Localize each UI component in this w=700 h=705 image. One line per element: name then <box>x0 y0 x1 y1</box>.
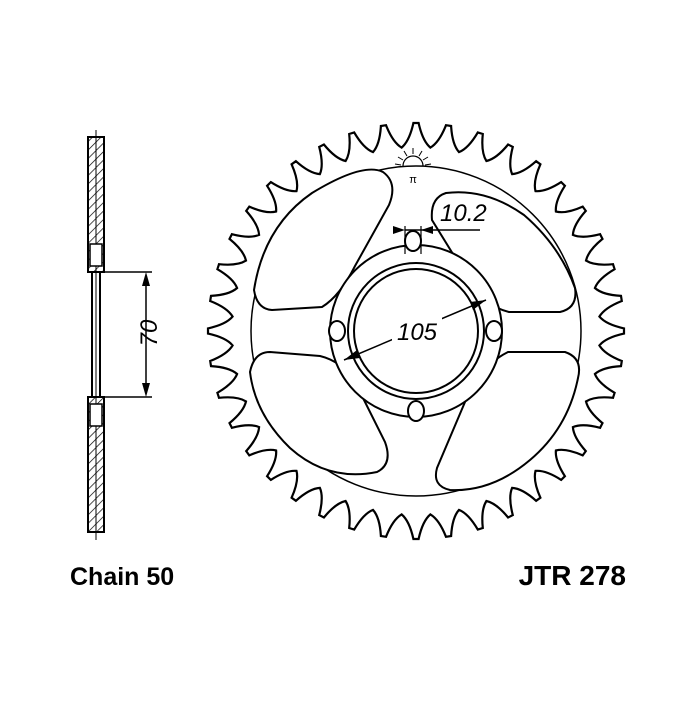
bolt-hole-top <box>404 230 422 252</box>
bolt-holes <box>328 230 503 422</box>
dim-10-2-arrow <box>421 226 433 234</box>
dim-105-arrow-right <box>470 300 486 310</box>
bolt-hole-right <box>485 320 503 342</box>
dim-105-arrow-left <box>344 350 360 360</box>
profile-step-lower <box>89 403 103 427</box>
chain-size-label: Chain 50 <box>70 563 174 591</box>
profile-step-upper <box>89 243 103 267</box>
logo-glyph: π <box>409 174 417 186</box>
dim-bolt-hole: 10.2 <box>393 200 487 254</box>
part-number-label: JTR 278 <box>519 560 626 591</box>
window-top-left <box>252 168 394 312</box>
bolt-circle-label: 105 <box>397 319 438 346</box>
dim-105-label-bg <box>392 315 442 345</box>
manufacturer-logo: π <box>394 148 432 186</box>
root-circle <box>250 165 582 497</box>
sprocket-front-view: 10.2 105 π <box>206 121 626 541</box>
bolt-hole-label: 10.2 <box>440 200 487 227</box>
dim-bolt-circle: 105 <box>343 299 487 361</box>
logo-sun-arc <box>402 155 424 167</box>
dim-70-arrow-top <box>142 272 150 286</box>
logo-rays <box>394 148 432 166</box>
side-profile-view: 70 <box>87 130 163 540</box>
dim-70-arrow-bottom <box>142 383 150 397</box>
hub-width-label: 70 <box>136 319 163 346</box>
window-top-right <box>430 191 577 313</box>
bolt-hole-left <box>328 320 346 342</box>
dim-10-2-arrow-left <box>393 226 405 234</box>
bolt-hole-bottom <box>407 400 425 422</box>
